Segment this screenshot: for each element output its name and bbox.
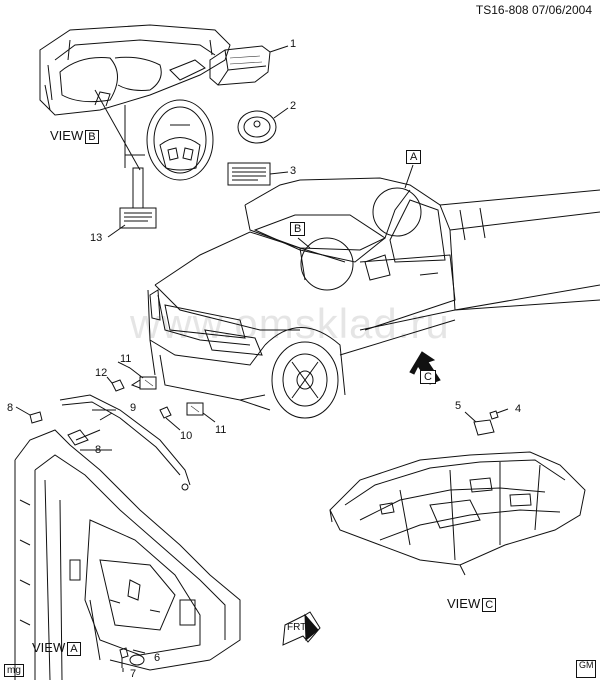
sdm-module-drawing bbox=[464, 411, 495, 436]
front-impact-sensor-right-drawing bbox=[186, 402, 216, 423]
view-b-letter: B bbox=[85, 130, 99, 144]
part-number-2: 2 bbox=[290, 100, 297, 112]
part-number-10: 10 bbox=[180, 430, 193, 442]
driver-airbag-module-drawing bbox=[237, 107, 289, 144]
front-direction-arrow bbox=[282, 611, 321, 646]
view-a-word: VIEW bbox=[32, 640, 66, 655]
view-b-callout: B bbox=[290, 222, 306, 236]
view-a-letter: A bbox=[67, 642, 81, 656]
floor-pan-drawing bbox=[329, 451, 586, 576]
part-number-12: 12 bbox=[95, 367, 108, 379]
instrument-panel-drawing bbox=[39, 24, 231, 116]
view-a-highlight-circle bbox=[372, 187, 422, 237]
part-number-8-top: 8 bbox=[7, 402, 14, 414]
sdm-nut-drawing bbox=[489, 408, 509, 420]
diagram-code: TS16-808 bbox=[475, 3, 529, 17]
part-number-11-left: 11 bbox=[120, 353, 132, 365]
part-number-7: 7 bbox=[130, 668, 137, 680]
airbag-warning-label-drawing bbox=[227, 162, 289, 186]
view-c-letter: C bbox=[482, 598, 497, 612]
part-number-1: 1 bbox=[290, 38, 297, 50]
part-number-9: 9 bbox=[130, 402, 137, 414]
part-number-8-lower: 8 bbox=[95, 444, 102, 456]
view-b-word: VIEW bbox=[50, 128, 84, 143]
part-number-5: 5 bbox=[455, 400, 462, 412]
truck-drawing bbox=[147, 177, 600, 419]
sensor-bolt-left-drawing bbox=[106, 376, 125, 392]
view-c-callout: C bbox=[420, 370, 436, 384]
part-number-4: 4 bbox=[515, 403, 522, 415]
view-b-highlight-circle bbox=[300, 237, 354, 291]
diagram-header: TS16-808 07/06/2004 bbox=[476, 3, 592, 17]
front-arrow-label: FRT bbox=[287, 622, 307, 633]
diagram-date: 07/06/2004 bbox=[531, 3, 592, 17]
watermark-text: www.omsklad.ru bbox=[130, 300, 450, 347]
view-c-word: VIEW bbox=[447, 596, 481, 611]
part-number-3: 3 bbox=[290, 165, 297, 177]
front-impact-sensor-left-drawing bbox=[129, 367, 157, 390]
bolt-8-top-drawing bbox=[15, 406, 43, 424]
part-number-11-right: 11 bbox=[215, 424, 227, 436]
door-opening-frame-drawing bbox=[14, 429, 241, 681]
footer-left-tag: mg bbox=[4, 664, 24, 677]
part-number-13: 13 bbox=[90, 232, 103, 244]
footer-logo: GM bbox=[576, 660, 596, 678]
pillar-bolts-drawing bbox=[119, 647, 145, 668]
passenger-airbag-module-drawing bbox=[209, 45, 289, 86]
steering-wheel-drawing bbox=[146, 99, 214, 181]
roof-rail-airbag-drawing bbox=[59, 394, 191, 491]
view-a-callout: A bbox=[406, 150, 422, 164]
sensor-bolt-right-drawing bbox=[159, 406, 181, 431]
sunvisor-label-drawing bbox=[107, 155, 157, 238]
part-number-6: 6 bbox=[154, 652, 161, 664]
